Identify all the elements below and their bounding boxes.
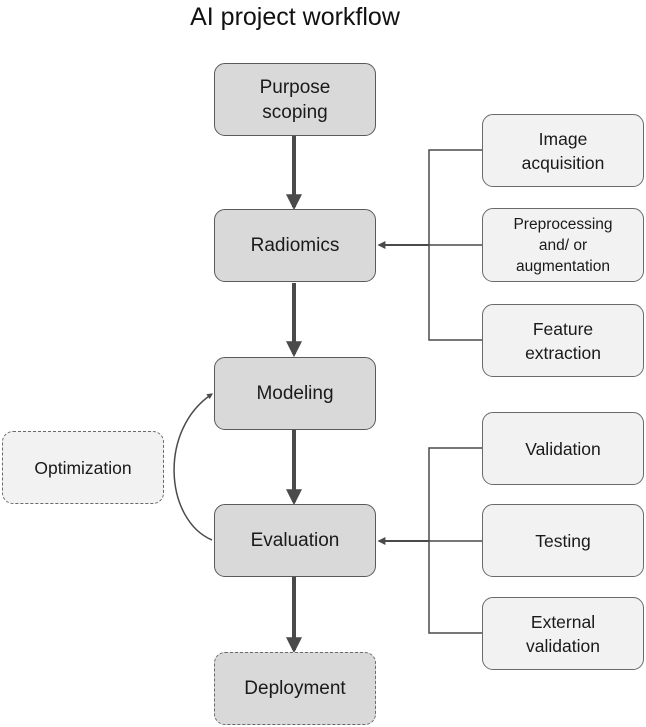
step-external-validation: External validation: [482, 597, 644, 670]
diagram-title: AI project workflow: [190, 3, 400, 31]
step-feature-extraction: Feature extraction: [482, 304, 644, 377]
stage-deployment: Deployment: [214, 652, 376, 725]
stage-radiomics: Radiomics: [214, 209, 376, 282]
evaluation-steps-bracket: [428, 447, 482, 634]
stage-purpose-scoping: Purpose scoping: [214, 63, 376, 136]
step-validation: Validation: [482, 412, 644, 485]
stage-modeling: Modeling: [214, 357, 376, 430]
step-image-acquisition: Image acquisition: [482, 114, 644, 187]
stage-evaluation: Evaluation: [214, 504, 376, 577]
step-preprocessing: Preprocessing and/ or augmentation: [482, 208, 644, 282]
optimization-box: Optimization: [2, 431, 164, 504]
optimization-loop-arrow: [173, 393, 213, 541]
radiomics-steps-bracket: [428, 149, 482, 341]
step-testing: Testing: [482, 504, 644, 577]
